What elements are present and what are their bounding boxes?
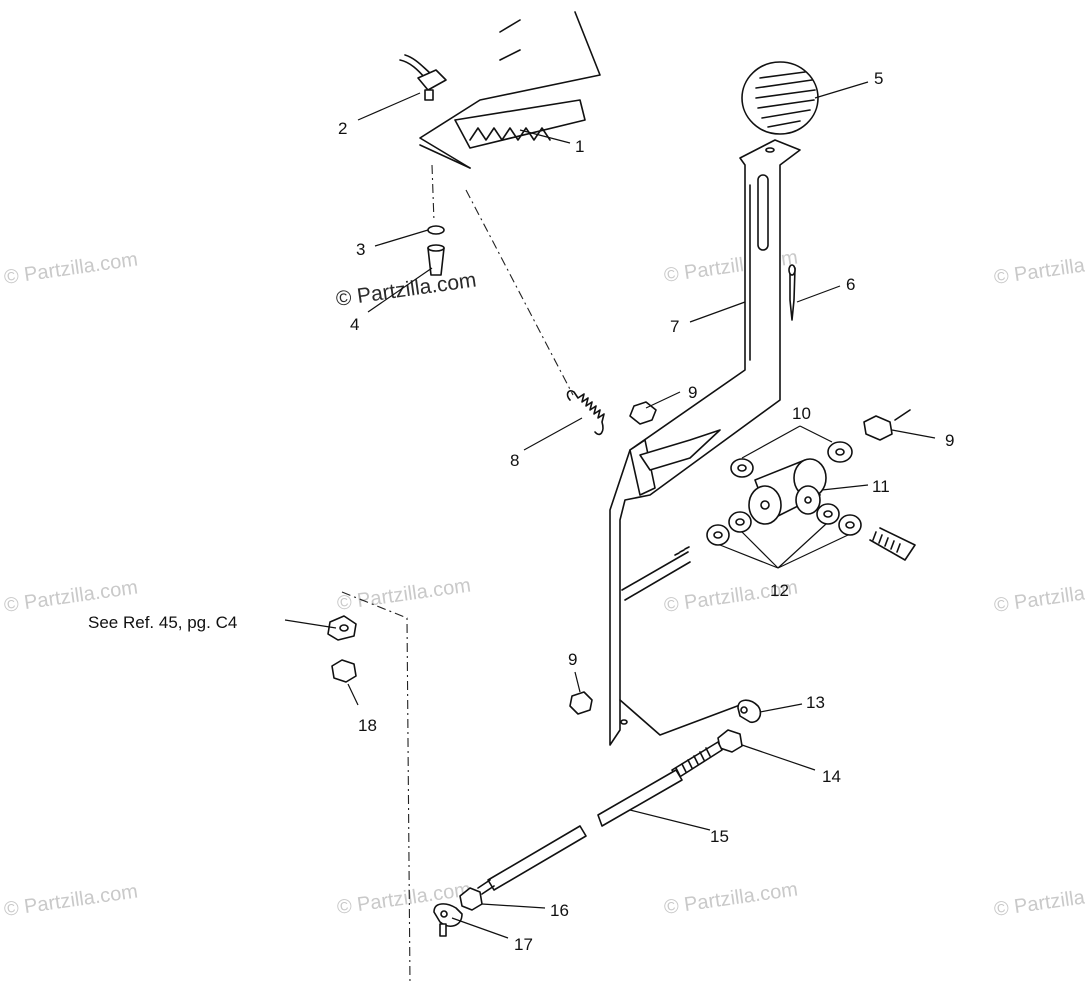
callout-10: 10 xyxy=(792,404,811,423)
washer-and-bumper xyxy=(427,225,445,276)
reference-note: See Ref. 45, pg. C4 xyxy=(88,613,237,632)
callout-labels: 1 2 3 4 5 6 7 8 9 9 9 10 11 12 13 14 15 … xyxy=(88,69,954,954)
watermark-dark: © Partzilla.com xyxy=(334,268,477,310)
callout-9-lower: 9 xyxy=(568,650,577,669)
callout-8: 8 xyxy=(510,451,519,470)
washers-10 xyxy=(730,441,853,478)
cotter-pin xyxy=(788,264,796,321)
alignment-line xyxy=(431,164,435,223)
callout-3: 3 xyxy=(356,240,365,259)
watermark: © Partzilla.com xyxy=(993,880,1085,921)
callout-6: 6 xyxy=(846,275,855,294)
brake-pedal-pad xyxy=(741,61,819,135)
pivot-bushing xyxy=(748,458,827,525)
nut-18 xyxy=(331,659,357,683)
nut-upper xyxy=(629,401,657,425)
leader-lines xyxy=(284,81,936,939)
callout-1: 1 xyxy=(575,137,584,156)
rod-end-upper xyxy=(737,699,762,724)
watermark-layer: © Partzilla.com © Partzilla.com © Partzi… xyxy=(3,246,1085,921)
reference-bracket xyxy=(327,615,357,641)
nut-lower xyxy=(569,691,593,715)
return-spring xyxy=(566,390,605,436)
callout-12: 12 xyxy=(770,581,789,600)
pivot-bolt-thread xyxy=(869,527,916,561)
watermark: © Partzilla.com xyxy=(663,878,800,919)
brake-rod xyxy=(477,741,723,895)
nut-right xyxy=(863,409,911,441)
watermark: © Partzilla.com xyxy=(3,248,140,289)
callout-7: 7 xyxy=(670,317,679,336)
washers-12 xyxy=(706,503,862,546)
watermark: © Partzilla.com xyxy=(3,880,140,921)
callout-9-upper: 9 xyxy=(688,383,697,402)
callout-9-right: 9 xyxy=(945,431,954,450)
callout-18: 18 xyxy=(358,716,377,735)
watermark: © Partzilla.com xyxy=(336,574,473,615)
watermark: © Partzilla.com xyxy=(993,576,1085,617)
brake-pedal-arm xyxy=(609,139,801,746)
callout-16: 16 xyxy=(550,901,569,920)
callout-15: 15 xyxy=(710,827,729,846)
brake-switch xyxy=(399,54,447,101)
pivot-shaft xyxy=(621,546,691,601)
watermark: © Partzilla.com xyxy=(993,248,1085,289)
floor-panel-bracket xyxy=(419,11,601,169)
alignment-line xyxy=(341,591,411,986)
callout-4: 4 xyxy=(350,315,359,334)
watermark: © Partzilla.com xyxy=(3,576,140,617)
rod-end-lower xyxy=(433,903,463,937)
callout-11: 11 xyxy=(872,477,890,496)
callout-17: 17 xyxy=(514,935,533,954)
alignment-line xyxy=(465,189,574,396)
callout-14: 14 xyxy=(822,767,841,786)
callout-13: 13 xyxy=(806,693,825,712)
callout-2: 2 xyxy=(338,119,347,138)
callout-5: 5 xyxy=(874,69,883,88)
